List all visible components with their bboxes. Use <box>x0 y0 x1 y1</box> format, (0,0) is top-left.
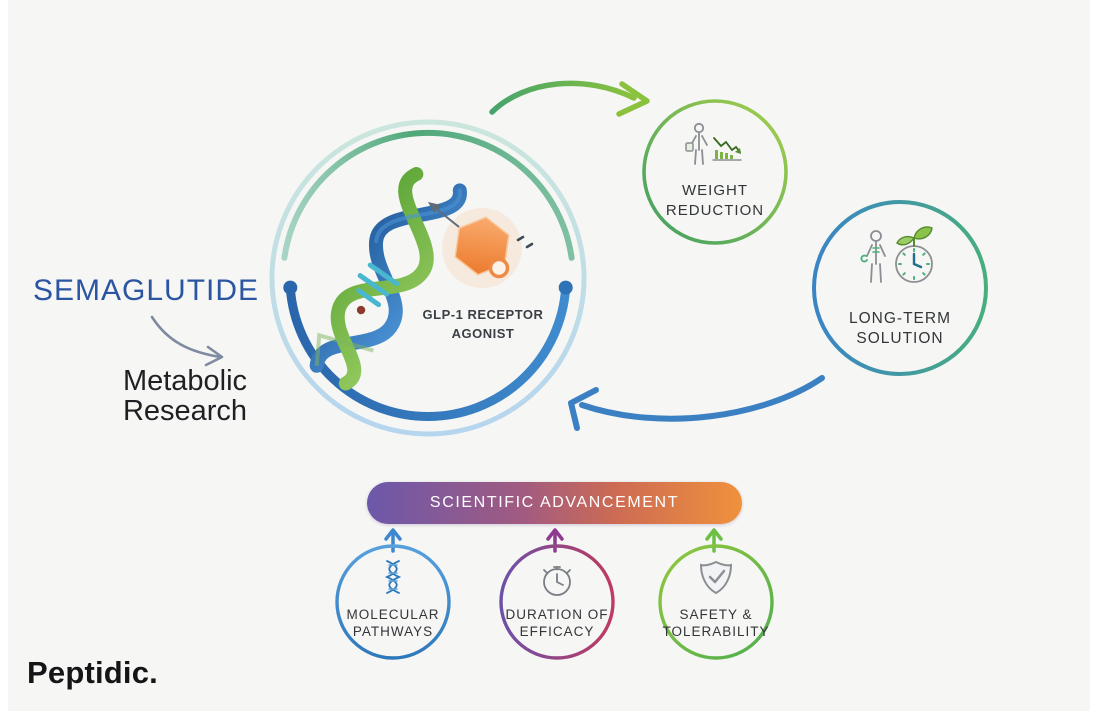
pillar0-line2: PATHWAYS <box>352 623 434 639</box>
gray-curved-arrow-icon <box>150 315 224 367</box>
weight-reduction-node <box>642 99 788 245</box>
up-arrow-green-icon <box>705 528 723 553</box>
dna-icon <box>384 560 402 594</box>
longterm-line1: LONG-TERM <box>849 310 951 327</box>
scientific-advancement-banner: SCIENTIFIC ADVANCEMENT <box>367 482 742 524</box>
up-arrow-blue-icon <box>384 528 402 553</box>
duration-of-efficacy-node <box>499 544 615 660</box>
long-term-solution-label: LONG-TERM SOLUTION <box>815 309 985 349</box>
up-arrow-purple-icon <box>546 528 564 553</box>
molecular-pathways-label: MOLECULAR PATHWAYS <box>323 607 463 641</box>
shield-check-icon <box>699 560 733 595</box>
center-line2: AGONIST <box>451 325 515 341</box>
person-clock-leaf-icon <box>860 226 933 283</box>
molecular-pathways-node <box>335 544 451 660</box>
pillar2-line2: TOLERABILITY <box>662 623 770 639</box>
green-curved-arrow-icon <box>489 80 650 117</box>
longterm-line2: SOLUTION <box>856 330 944 348</box>
weight-reduction-label: WEIGHT REDUCTION <box>640 181 790 220</box>
central-circle-ring <box>269 119 587 437</box>
arc-end-dot-left <box>283 280 298 295</box>
dna-helix-illustration <box>309 167 467 391</box>
pillar0-line1: MOLECULAR <box>346 607 440 622</box>
person-weight-loss-chart-icon <box>685 122 742 165</box>
weight-line1: WEIGHT <box>682 182 748 199</box>
subtitle-line1: Metabolic <box>122 365 248 397</box>
glp1-receptor-agonist-label: GLP-1 RECEPTOR AGONIST <box>403 306 563 344</box>
subtitle-line2: Research <box>122 395 248 428</box>
duration-of-efficacy-label: DURATION OF EFFICACY <box>487 607 627 641</box>
pillar2-line1: SAFETY & <box>679 607 753 622</box>
molecule-specks <box>516 235 534 249</box>
pillar1-line2: EFFICACY <box>519 623 595 639</box>
safety-tolerability-label: SAFETY & TOLERABILITY <box>642 607 790 641</box>
subtitle: Metabolic Research <box>95 366 275 427</box>
weight-line2: REDUCTION <box>665 201 765 219</box>
banner-label: SCIENTIFIC ADVANCEMENT <box>429 494 680 511</box>
stopwatch-icon <box>543 566 571 596</box>
center-line1: GLP-1 RECEPTOR <box>422 307 544 322</box>
helix-rungs <box>356 262 400 308</box>
page-title: SEMAGLUTIDE <box>33 274 260 307</box>
peptidic-logo: Peptidic. <box>27 655 158 690</box>
molecule-pointer-arrowhead <box>428 202 441 213</box>
helix-red-dot <box>356 305 366 315</box>
hexagon-molecule-icon <box>428 202 534 288</box>
arc-end-dot-right <box>558 280 573 295</box>
long-term-solution-node <box>812 200 988 376</box>
blue-curved-arrow-icon <box>568 375 825 431</box>
safety-tolerability-node <box>658 544 774 660</box>
pillar1-line1: DURATION OF <box>505 607 609 622</box>
